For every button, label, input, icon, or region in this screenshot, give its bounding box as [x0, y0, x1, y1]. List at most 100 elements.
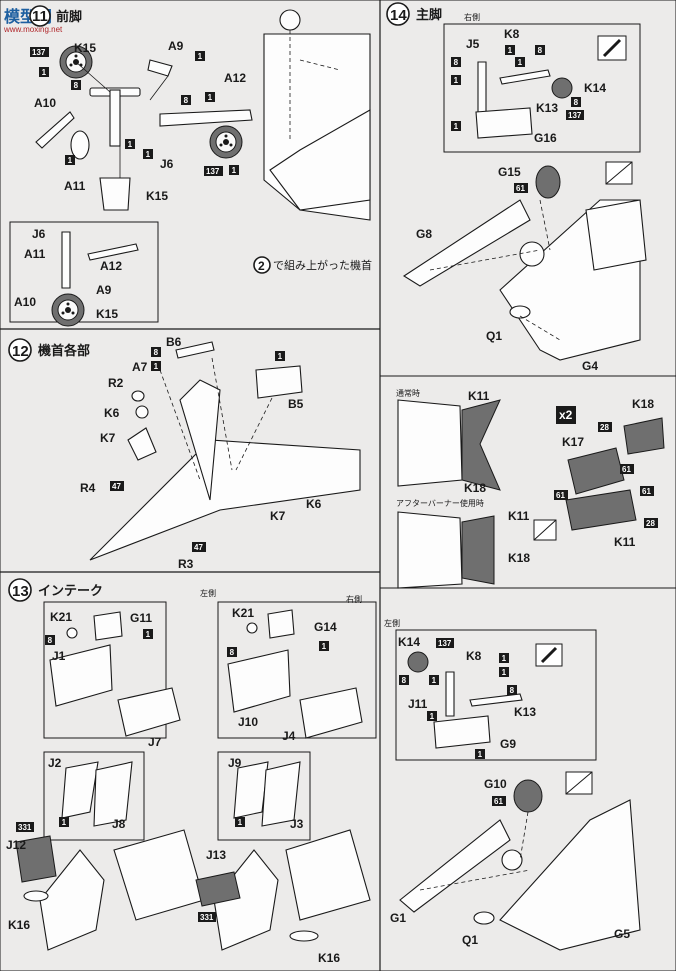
part-g15 [535, 165, 561, 199]
label-r3: R3 [178, 557, 194, 571]
part-j12 [15, 835, 57, 883]
label-k6-b: K6 [306, 497, 322, 511]
step-13-title: インテーク [38, 584, 103, 599]
afterburner-detail: 通常時 K11 K18 アフターバーナー使用時 K11 K18 x2 K18 K… [396, 388, 665, 589]
part-j13 [195, 871, 241, 907]
code-28-b: 28 [646, 519, 655, 528]
label-g10: G10 [484, 777, 507, 791]
intake-right-duct [285, 829, 371, 921]
label-k11-c: K11 [614, 535, 636, 549]
label-k6-a: K6 [104, 406, 120, 420]
step-11-number: 11 [32, 8, 48, 25]
step-11-title: 前脚 [56, 9, 82, 25]
label-g15: G15 [498, 165, 521, 179]
code-137-b: 137 [206, 167, 220, 176]
caption-right-side: 右側 [464, 12, 480, 22]
label-k21-b: K21 [232, 606, 254, 620]
code-331-a: 331 [18, 823, 32, 832]
label-j6-a: K15 [146, 189, 168, 203]
multiplier-badge: x2 [559, 408, 573, 422]
step-12-number: 12 [12, 343, 29, 360]
svg-text:2: 2 [258, 259, 265, 273]
label-q1-a: Q1 [486, 329, 502, 343]
code-331-b: 331 [200, 913, 214, 922]
part-j3 [261, 761, 301, 827]
code-28-a: 28 [600, 423, 609, 432]
label-r4: R4 [80, 481, 96, 495]
part-k6 [135, 405, 149, 419]
assembled-gear-box [9, 221, 159, 323]
code-137-c: 137 [568, 111, 582, 120]
part-q1 [509, 305, 531, 319]
label-q1-b: Q1 [462, 933, 478, 947]
part-g10 [513, 779, 543, 813]
label-j3: J3 [290, 817, 304, 831]
caption-left-side: 左側 [384, 618, 400, 628]
label-j11: J11 [408, 697, 428, 711]
nozzle-afterburner [461, 515, 495, 585]
label-a12-b: A12 [100, 259, 122, 273]
code-61-d: 61 [556, 491, 565, 500]
label-b5: B5 [288, 397, 304, 411]
part-k17 [567, 447, 625, 495]
part-j1 [49, 644, 113, 707]
step-12-panel: 12 機首各部 B6 A7 R2 K6 K7 B5 R4 K6 K7 R3 47… [8, 335, 361, 571]
nose-strut [109, 89, 121, 147]
nozzle-normal [461, 399, 501, 491]
label-k14-a: K14 [584, 81, 606, 95]
step-13-panel: 13 インテーク 左側 右側 K21 G11 J1 J7 K21 G14 [6, 578, 377, 965]
label-k16-a: K16 [8, 918, 30, 932]
part-j2 [61, 761, 99, 819]
part-b5 [255, 365, 303, 399]
svg-text:www.moxing.net: www.moxing.net [3, 25, 63, 34]
assembled-wheel [51, 293, 85, 327]
label-k13-a: K13 [536, 101, 558, 115]
label-k15-a: K15 [74, 41, 96, 55]
gear-door-g8 [402, 199, 531, 287]
part-j6 [99, 177, 131, 211]
label-g8: G8 [416, 227, 432, 241]
step-13-number: 13 [12, 583, 29, 600]
step-14-number: 14 [390, 7, 407, 24]
label-a11-b: A11 [24, 247, 46, 261]
part-g9 [433, 715, 491, 749]
label-a11-a: A11 [64, 179, 86, 193]
label-g5: G5 [614, 927, 630, 941]
part-k13 [499, 69, 551, 85]
engine-pod-g5 [499, 799, 641, 951]
part-g11 [93, 611, 123, 641]
label-k18-c: K18 [632, 397, 654, 411]
caption-right: 右側 [346, 594, 362, 604]
code-61-e: 61 [642, 487, 651, 496]
label-j12: J12 [6, 838, 26, 852]
part-r2 [131, 390, 145, 402]
label-j4: J4 [282, 729, 296, 743]
label-k8-b: K8 [466, 649, 482, 663]
label-g16: G16 [534, 131, 557, 145]
intake-left-assembly [39, 849, 105, 951]
label-k13-b: K13 [514, 705, 536, 719]
label-k18-a: K18 [464, 481, 486, 495]
part-k7 [127, 427, 157, 461]
label-j13: J13 [206, 848, 226, 862]
part-j4 [299, 687, 363, 739]
part-g16 [475, 107, 533, 139]
label-k18-b: K18 [508, 551, 530, 565]
intake-left-duct [113, 829, 205, 921]
label-k15-c: K15 [96, 307, 118, 321]
label-a10-a: A10 [34, 96, 56, 110]
part-j7 [117, 687, 181, 737]
label-j6-b: J6 [32, 227, 46, 241]
step-14-title: 主脚 [416, 7, 442, 23]
nose-note: 2 で組み上がった機首 [253, 256, 372, 274]
code-61-c: 61 [622, 465, 631, 474]
part-b6 [175, 341, 215, 359]
step-11-panel: 11 前脚 K15 A9 A12 A10 A11 J6 K15 137 137 … [9, 5, 372, 327]
label-k7-a: K7 [100, 431, 116, 445]
part-a10 [35, 111, 75, 149]
part-k18 [623, 417, 665, 455]
label-j8: J8 [112, 817, 126, 831]
part-a9 [147, 59, 173, 77]
label-g4: G4 [582, 359, 598, 373]
label-k11-a: K11 [468, 389, 490, 403]
